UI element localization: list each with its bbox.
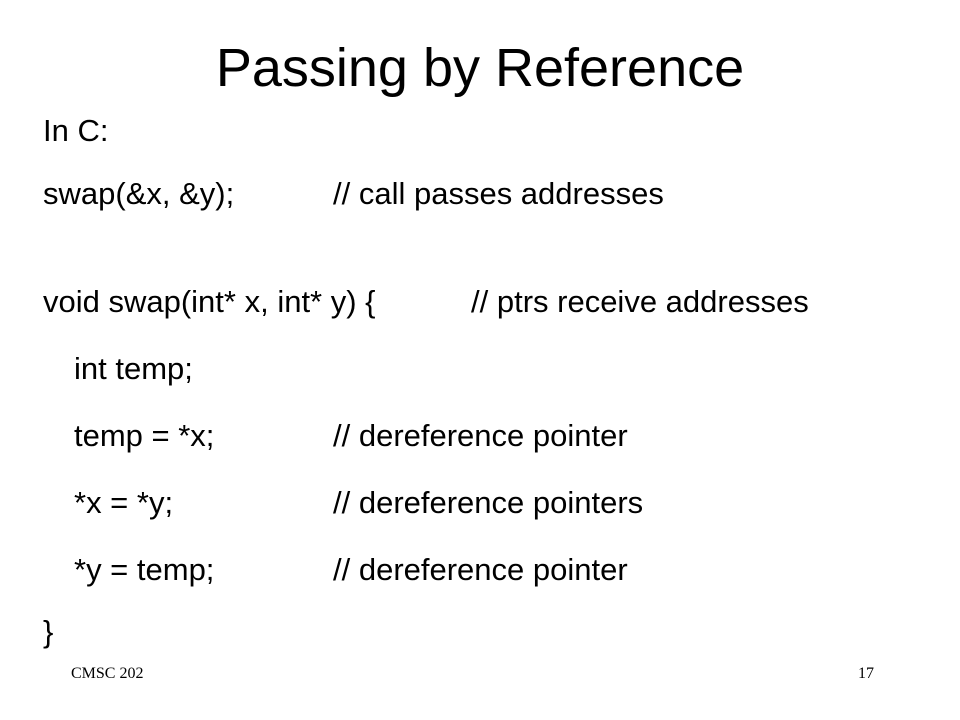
comment-y-assign: // dereference pointer — [333, 552, 628, 587]
footer-course: CMSC 202 — [71, 665, 144, 682]
comment-x-assign: // dereference pointers — [333, 485, 644, 520]
line-close-brace: } — [43, 614, 54, 649]
line-int-temp: int temp; — [74, 351, 193, 386]
line-y-assign: *y = temp; — [74, 552, 215, 587]
comment-swap-signature: // ptrs receive addresses — [471, 284, 809, 319]
line-in-c: In C: — [43, 113, 109, 148]
slide-title: Passing by Reference — [215, 38, 745, 98]
line-temp-assign: temp = *x; — [74, 418, 215, 453]
line-swap-call: swap(&x, &y); — [43, 176, 235, 211]
comment-temp-assign: // dereference pointer — [333, 418, 628, 453]
footer-page-number: 17 — [858, 665, 874, 682]
line-swap-signature: void swap(int* x, int* y) { — [43, 284, 376, 319]
line-x-assign: *x = *y; — [74, 485, 174, 520]
comment-swap-call: // call passes addresses — [333, 176, 664, 211]
